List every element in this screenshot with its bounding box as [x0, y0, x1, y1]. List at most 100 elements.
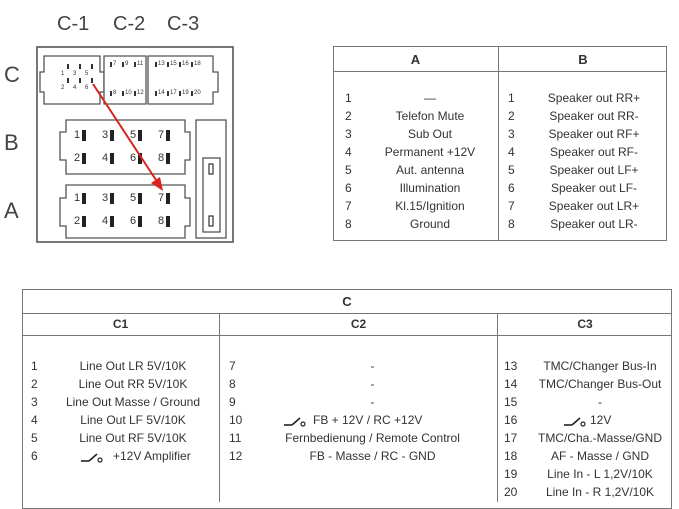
c1-row-label: Line Out RF 5V/10K — [79, 431, 187, 445]
side-slot-mark-top — [208, 163, 214, 175]
c2-row-label: Fernbedienung / Remote Control — [285, 431, 460, 445]
b-row-label: Speaker out LF- — [550, 181, 638, 195]
pointer-arrow-line — [92, 83, 159, 184]
pin-number: 8 — [158, 152, 165, 164]
c1-row-label: Line Out RR 5V/10K — [78, 377, 188, 391]
pin-number: 19 — [182, 90, 189, 96]
a-block — [59, 184, 191, 239]
b-row-num: 7 — [508, 199, 515, 213]
a-row-label: Sub Out — [407, 127, 453, 141]
a-pin-marks — [82, 193, 170, 227]
pin-number: 16 — [182, 61, 189, 67]
pointer-arrow-head — [151, 177, 163, 191]
c2-row-num: 7 — [229, 359, 236, 373]
c3-row-label: TMC/Changer Bus-In — [543, 359, 657, 373]
b-row-label: Speaker out LF+ — [549, 163, 639, 177]
pin-number: 5 — [130, 192, 137, 204]
column-label-c3: C-3 — [167, 13, 200, 35]
header-c2: C2 — [350, 317, 367, 331]
b-row-num: 2 — [508, 109, 515, 123]
pin-number: 11 — [137, 61, 144, 67]
c1-row-num: 3 — [31, 395, 38, 409]
c3-row-label: Line In - L 1,2V/10K — [547, 467, 653, 481]
a-row-num: 8 — [345, 217, 352, 231]
c2-row-label: FB + 12V / RC +12V — [313, 413, 423, 427]
a-row-label: Telefon Mute — [395, 109, 465, 123]
column-label-c2: C-2 — [113, 13, 146, 35]
pin-number: 7 — [158, 192, 165, 204]
pin-number: 13 — [158, 61, 165, 67]
pin-number: 2 — [74, 152, 81, 164]
pin-number: 8 — [113, 90, 117, 96]
c1-row-label: Line Out Masse / Ground — [65, 395, 201, 409]
header-a: A — [410, 52, 421, 67]
pin-number: 7 — [113, 61, 117, 67]
table-ab-divider — [498, 46, 499, 241]
pin-number: 17 — [170, 90, 177, 96]
pin-number: 8 — [158, 215, 165, 227]
pin-number: 7 — [158, 129, 165, 141]
a-row-num: 2 — [345, 109, 352, 123]
column-label-c1: C-1 — [57, 13, 90, 35]
row-label-a: A — [4, 198, 19, 223]
table-c-col-divider-2 — [497, 313, 498, 502]
b-row-num: 6 — [508, 181, 515, 195]
c2-row-num: 8 — [229, 377, 236, 391]
c2-row-label: - — [370, 377, 375, 391]
pin-number: 4 — [73, 85, 77, 91]
header-c: C — [342, 294, 352, 309]
switch-icon — [284, 417, 306, 427]
b-block — [59, 119, 191, 175]
c2-row-label: FB - Masse / RC - GND — [309, 449, 436, 463]
c2-row-label: - — [370, 395, 375, 409]
b-row-label: Speaker out RF- — [549, 145, 639, 159]
pin-number: 3 — [102, 192, 109, 204]
c3-row-label: 12V — [590, 413, 612, 427]
c1-row-num: 4 — [31, 413, 38, 427]
pin-number: 1 — [74, 129, 81, 141]
c1-row-num: 1 — [31, 359, 38, 373]
b-pin-marks — [82, 130, 170, 164]
c3-row-num: 13 — [504, 359, 518, 373]
pin-number: 1 — [74, 192, 81, 204]
pin-number: 3 — [102, 129, 109, 141]
c2-row-num: 9 — [229, 395, 236, 409]
pin-number: 4 — [102, 215, 109, 227]
header-c1: C1 — [112, 317, 129, 331]
c3-row-label: Line In - R 1,2V/10K — [545, 485, 655, 499]
c2-row-num: 11 — [229, 431, 242, 445]
a-row-label: Aut. antenna — [395, 163, 465, 177]
switch-icon — [564, 417, 586, 427]
a-row-label: — — [424, 91, 436, 105]
c1-row-label: +12V Amplifier — [113, 449, 191, 463]
c3-row-num: 17 — [504, 431, 518, 445]
a-row-label: Ground — [409, 217, 451, 231]
pin-number: 12 — [137, 90, 144, 96]
pin-number: 2 — [74, 215, 81, 227]
b-row-label: Speaker out LR+ — [548, 199, 640, 213]
c2-row-num: 12 — [229, 449, 243, 463]
c-pin-marks — [67, 62, 193, 96]
table-c-col-divider-1 — [219, 313, 220, 502]
b-row-num: 1 — [508, 91, 515, 105]
c3-row-label: TMC/Cha.-Masse/GND — [537, 431, 662, 445]
pin-number: 6 — [130, 152, 137, 164]
switch-icon — [81, 453, 103, 463]
pin-number: 6 — [85, 85, 89, 91]
c1-block — [39, 55, 105, 105]
a-row-num: 5 — [345, 163, 352, 177]
pin-number: 18 — [194, 61, 201, 67]
c3-row-num: 16 — [504, 413, 518, 427]
c3-row-num: 14 — [504, 377, 518, 391]
c1-row-num: 6 — [31, 449, 38, 463]
table-c-title-rule — [22, 313, 672, 314]
pin-number: 15 — [170, 61, 177, 67]
c3-row-num: 19 — [504, 467, 518, 481]
table-ab-header-rule — [333, 71, 667, 72]
b-row-num: 5 — [508, 163, 515, 177]
b-row-label: Speaker out RR- — [549, 109, 639, 123]
c3-row-num: 15 — [504, 395, 518, 409]
pin-number: 14 — [158, 90, 165, 96]
c3-row-num: 20 — [504, 485, 518, 499]
b-row-num: 8 — [508, 217, 515, 231]
